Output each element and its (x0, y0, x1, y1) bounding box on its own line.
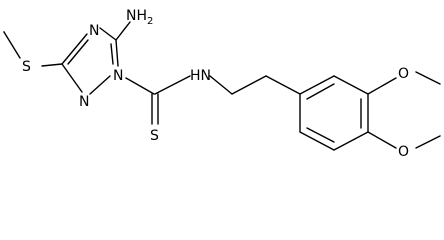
bonds (3, 21, 441, 151)
methoxy-oxygen-upper: O (398, 66, 409, 82)
bond-ar-inner-1 (306, 83, 335, 100)
bond-c3-n4-double-outer (61, 33, 88, 65)
thiocarbonyl-sulfur: S (150, 128, 159, 144)
bond-c3-n4-double-inner (67, 39, 89, 65)
bond-ar-inner-3 (306, 127, 335, 143)
bond-n4-c5 (99, 27, 117, 41)
amino-n-text: NH (126, 8, 147, 24)
bond-cthio-nh (154, 75, 191, 95)
thioether-sulfur: S (22, 59, 31, 75)
bond-c5-nh2 (115, 21, 131, 41)
bond-methyl-s (3, 31, 21, 59)
amide-nitrogen-label: HN (190, 68, 211, 84)
bond-ar-1 (299, 75, 335, 95)
amide-n-text: H (190, 68, 201, 84)
amide-h-text: N (201, 68, 211, 84)
bond-ar-o-lower (367, 131, 397, 149)
bond-c3-n2 (61, 63, 83, 93)
molecule-structure: NH2 N N N S HN S O O (3, 8, 441, 160)
structure-canvas: NH2 N N N S HN S O O (3, 8, 441, 160)
bond-ar-o-upper (367, 77, 397, 95)
bond-ar-4 (333, 131, 369, 151)
bond-n1-n2 (89, 75, 111, 95)
amino-group-label: NH2 (126, 8, 153, 27)
amino-subscript: 2 (147, 16, 153, 27)
atom-labels: NH2 N N N S HN S O O (22, 8, 409, 160)
methoxy-oxygen-lower: O (398, 144, 409, 160)
bond-s-c3 (41, 63, 63, 67)
bond-c5-n1 (115, 39, 119, 67)
bond-o-ch3-lower (415, 135, 441, 149)
bond-ar-2 (333, 75, 369, 95)
bond-o-ch3-upper (415, 71, 441, 85)
bond-ch2-ring (265, 75, 301, 95)
bond-nh-ch2 (209, 75, 233, 95)
bond-ch2-ch2 (231, 75, 267, 95)
bond-c5-n-double (110, 43, 114, 65)
bond-ar-5 (299, 131, 335, 151)
ring-nitrogen-upper: N (89, 23, 99, 39)
bond-n1-cthio (125, 77, 155, 95)
ring-nitrogen-lower: N (79, 94, 89, 110)
ring-nitrogen-right: N (113, 68, 123, 84)
